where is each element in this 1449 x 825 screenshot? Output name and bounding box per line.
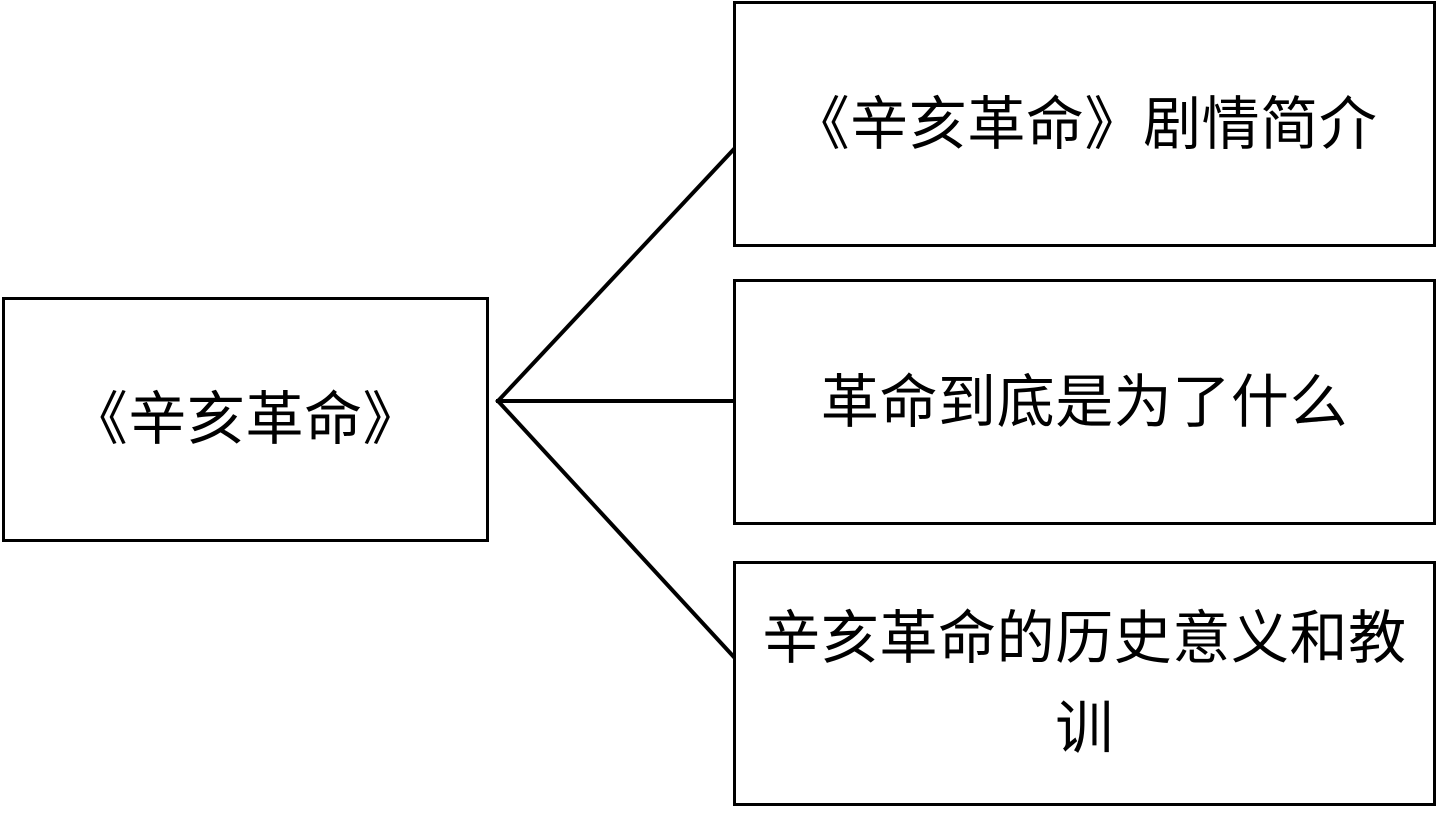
branch-node-2-label: 辛亥革命的历史意义和教训: [762, 603, 1407, 762]
connector-root-to-branch-2: [495, 398, 736, 659]
branch-node-0-label: 《辛亥革命》剧情简介: [791, 89, 1378, 158]
root-node-label: 《辛亥革命》: [69, 385, 422, 454]
branch-node-historical-significance[interactable]: 辛亥革命的历史意义和教训: [733, 561, 1436, 806]
branch-node-1-label: 革命到底是为了什么: [820, 367, 1349, 436]
branch-node-purpose-of-revolution[interactable]: 革命到底是为了什么: [733, 279, 1436, 525]
branch-node-plot-summary[interactable]: 《辛亥革命》剧情简介: [733, 1, 1436, 247]
connector-root-to-branch-0: [495, 145, 738, 404]
root-node[interactable]: 《辛亥革命》: [2, 297, 489, 542]
